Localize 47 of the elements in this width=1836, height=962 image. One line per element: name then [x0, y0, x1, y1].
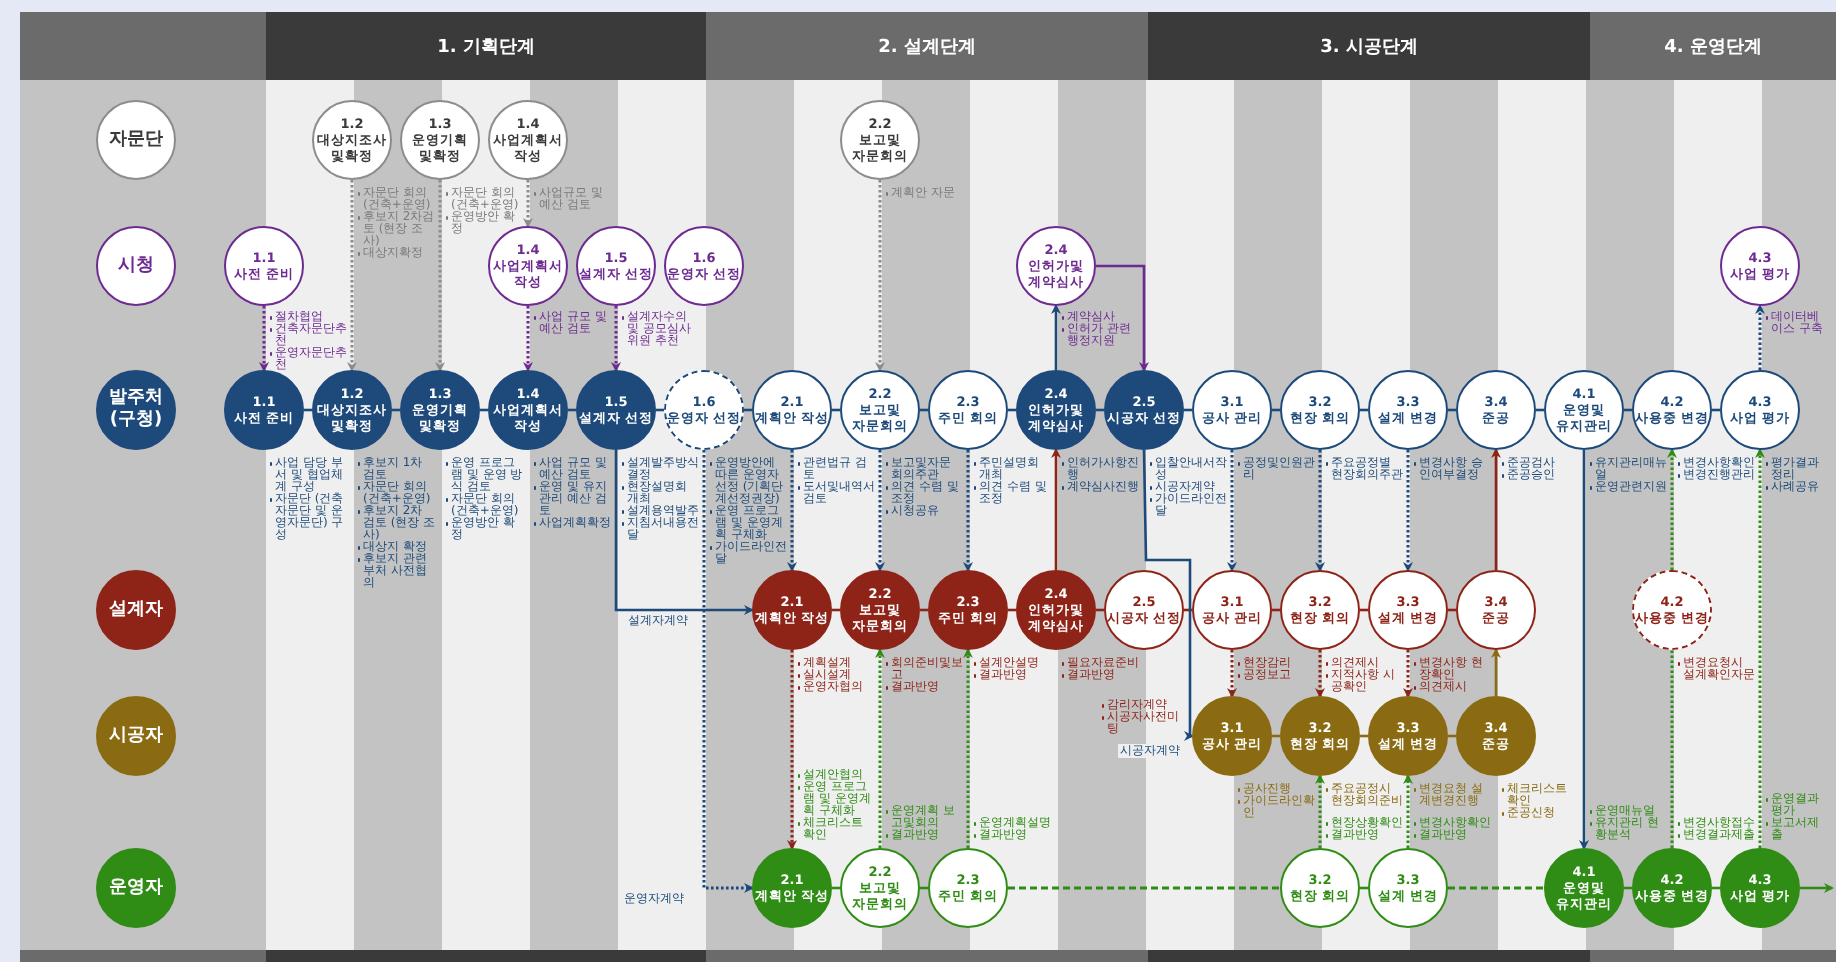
arrow [611, 306, 621, 372]
arrow [1051, 448, 1061, 570]
arrow [259, 306, 269, 372]
arrow [435, 180, 445, 372]
arrow [787, 450, 797, 572]
phase-header: 1. 기획단계 [266, 12, 706, 80]
arrow [1227, 450, 1237, 572]
arrow [1491, 648, 1501, 696]
arrow [1096, 264, 1149, 372]
phase-header: 2. 설계단계 [706, 12, 1148, 80]
role-label: 시공자 [107, 725, 165, 747]
arrow [1403, 650, 1413, 698]
arrow [1491, 448, 1501, 570]
arrow [1315, 450, 1325, 572]
connector-line [1670, 650, 1674, 848]
arrow [523, 306, 533, 372]
arrow [347, 180, 357, 372]
arrow [1755, 304, 1765, 370]
role-label: 시청 [116, 255, 156, 277]
arrow [1800, 883, 1834, 893]
arrow [523, 180, 533, 228]
role-label: 운영자 [107, 877, 165, 899]
arrow [787, 650, 797, 850]
arrow [963, 648, 973, 848]
arrow [963, 450, 973, 572]
phase-header: 4. 운영단계 [1590, 12, 1836, 80]
role-label: 자문단 [107, 129, 165, 151]
arrow [875, 180, 885, 372]
arrow [1051, 304, 1061, 370]
arrow [875, 648, 885, 848]
connector-line [1448, 886, 1544, 890]
role-label: 설계자 [107, 599, 165, 621]
arrow [875, 450, 885, 572]
role-label: 발주처 (구청) [107, 388, 165, 432]
arrow [1667, 448, 1677, 570]
arrow [614, 450, 754, 615]
arrow [1142, 449, 1194, 741]
arrow [1315, 650, 1325, 698]
phase-header: 3. 시공단계 [1148, 12, 1590, 80]
arrow [702, 450, 754, 893]
connector-line [1008, 886, 1280, 890]
arrow [1227, 650, 1237, 698]
arrow [1403, 774, 1413, 848]
arrow [1579, 450, 1589, 850]
arrow [1403, 450, 1413, 572]
arrow [1755, 448, 1765, 848]
arrow [1315, 774, 1325, 848]
